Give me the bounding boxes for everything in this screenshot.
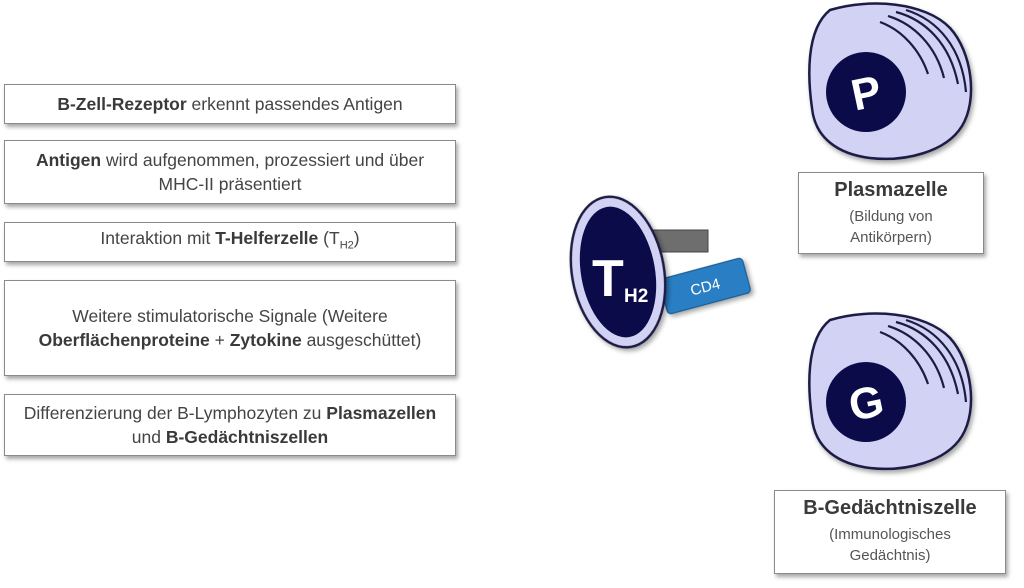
memory-cell-label: B-Gedächtniszelle (Immunologisches Gedäc… [774,490,1006,574]
plasma-cell-label: Plasmazelle (Bildung von Antikörpern) [798,172,984,254]
step-1-box: B-Zell-Rezeptor erkennt passendes Antige… [4,84,456,124]
step-4-pre: Weitere stimulatorische Signale (Weitere [72,306,388,326]
memory-cell-description: (Immunologisches Gedächtnis) [829,526,951,564]
step-5-box: Differenzierung der B-Lymphozyten zu Pla… [4,394,456,456]
step-3-bold: T-Helferzelle [215,228,319,249]
step-2-bold: Antigen [35,150,102,170]
t-cell-nucleus [579,206,657,338]
step-4-bold-2: Zytokine [229,330,302,350]
step-1-bold: B-Zell-Rezeptor [57,94,187,114]
step-5-bold-2: B-Gedächtniszellen [165,427,329,447]
step-2-text: wird aufgenommen, prozessiert und über M… [101,150,425,194]
plasma-er-line-2 [887,14,946,79]
step-5-mid: und [131,427,166,447]
plasma-er-line-4 [905,8,968,93]
step-4-bold-1: Oberflächenproteine [38,330,210,350]
t-helper-cell: CD4 T H2 [569,195,751,349]
memory-cell: G [808,312,973,471]
plasma-er-line-1 [879,20,930,75]
step-5-bold-1: Plasmazellen [326,403,437,423]
memory-er-line-3 [895,320,960,395]
step-3-pre: Interaktion mit [100,228,216,249]
step-4-end: ausgeschüttet) [301,330,422,350]
plasma-cell-title: Plasmazelle [834,179,948,201]
step-3-sub: H2 [339,239,354,252]
memory-cell-title: B-Gedächtniszelle [803,497,977,519]
memory-cell-nucleus [826,362,906,442]
memory-er-line-1 [879,330,930,385]
cd4-receptor: CD4 [659,257,751,315]
memory-er-line-2 [887,324,946,389]
plasma-cell: P [808,2,973,161]
step-1-text: erkennt passendes Antigen [186,94,403,114]
step-3-post: (T [318,228,340,249]
step-3-end: ) [353,228,360,249]
step-4-mid: + [209,330,230,350]
step-2-box: Antigen wird aufgenommen, prozessiert un… [4,140,456,204]
step-4-box: Weitere stimulatorische Signale (Weitere… [4,280,456,376]
t-cell-subscript: H2 [624,286,648,307]
memory-er-line-4 [905,318,968,403]
step-3-box: Interaktion mit T-Helferzelle (TH2) [4,222,456,262]
plasma-er-line-3 [895,10,960,85]
t-cell-letter: T [592,250,624,308]
step-5-pre: Differenzierung der B-Lymphozyten zu [23,403,327,423]
plasma-cell-description: (Bildung von Antikörpern) [849,208,933,246]
plasma-cell-nucleus [826,52,906,132]
